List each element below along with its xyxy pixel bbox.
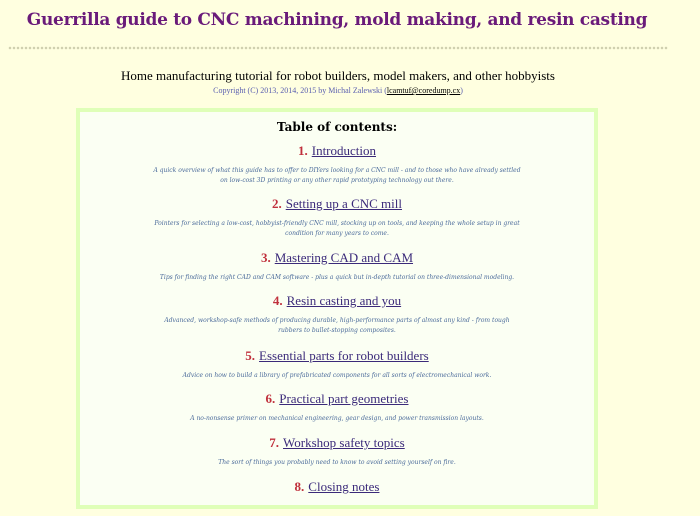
dotted-divider	[8, 46, 668, 50]
toc-entry-cad-cam: 3.Mastering CAD and CAM Tips for finding…	[80, 250, 594, 283]
page-title-text: Guerrilla guide to CNC machining, mold m…	[26, 10, 648, 30]
toc-link-resin-casting[interactable]: Resin casting and you	[286, 293, 402, 308]
copyright-prefix: Copyright (C) 2013, 2014, 2015 by Michal…	[213, 86, 387, 95]
toc-link-workshop-safety[interactable]: Workshop safety topics	[283, 435, 405, 450]
table-of-contents: Table of contents: 1.Introduction A quic…	[76, 108, 598, 509]
toc-entry-resin-casting: 4.Resin casting and you Advanced, worksh…	[80, 293, 594, 336]
toc-entry-description: Pointers for selecting a low-cost, hobby…	[154, 220, 520, 237]
toc-entry-description: Tips for finding the right CAD and CAM s…	[159, 274, 515, 281]
toc-entry-description: A no-nonsense primer on mechanical engin…	[190, 415, 484, 422]
toc-link-part-geometries[interactable]: Practical part geometries	[279, 391, 409, 406]
page-title: Guerrilla guide to CNC machining, mold m…	[0, 10, 700, 30]
copyright-line: Copyright (C) 2013, 2014, 2015 by Michal…	[0, 86, 700, 95]
toc-entry-number: 7.	[269, 435, 280, 450]
page-subtitle-text: Home manufacturing tutorial for robot bu…	[121, 68, 555, 83]
toc-link-robot-parts[interactable]: Essential parts for robot builders	[259, 348, 429, 363]
toc-entry-introduction: 1.Introduction A quick overview of what …	[80, 143, 594, 186]
toc-entry-workshop-safety: 7.Workshop safety topics The sort of thi…	[80, 435, 594, 468]
toc-entry-number: 6.	[265, 391, 276, 406]
toc-entry-description: The sort of things you probably need to …	[218, 459, 456, 466]
toc-link-introduction[interactable]: Introduction	[311, 143, 376, 158]
toc-entry-number: 5.	[245, 348, 256, 363]
toc-entry-robot-parts: 5.Essential parts for robot builders Adv…	[80, 348, 594, 381]
toc-entry-part-geometries: 6.Practical part geometries A no-nonsens…	[80, 391, 594, 424]
toc-entry-number: 8.	[294, 479, 305, 494]
page-subtitle: Home manufacturing tutorial for robot bu…	[0, 68, 700, 84]
toc-entry-description: Advanced, workshop-safe methods of produ…	[164, 317, 510, 334]
toc-entry-number: 4.	[272, 293, 283, 308]
toc-link-closing-notes[interactable]: Closing notes	[308, 479, 380, 494]
toc-entry-number: 3.	[260, 250, 271, 265]
toc-entry-number: 2.	[271, 196, 282, 211]
toc-entry-description: Advice on how to build a library of pref…	[182, 372, 492, 379]
author-email-link[interactable]: lcamtuf@coredump.cx	[386, 86, 461, 95]
toc-entry-closing-notes: 8.Closing notes	[80, 479, 594, 495]
toc-link-setting-up[interactable]: Setting up a CNC mill	[285, 196, 403, 211]
copyright-suffix: )	[460, 86, 463, 95]
toc-entry-number: 1.	[297, 143, 308, 158]
toc-entry-description: A quick overview of what this guide has …	[153, 167, 521, 184]
toc-heading: Table of contents:	[276, 120, 398, 134]
toc-entry-setting-up: 2.Setting up a CNC mill Pointers for sel…	[80, 196, 594, 239]
toc-link-cad-cam[interactable]: Mastering CAD and CAM	[274, 250, 414, 265]
